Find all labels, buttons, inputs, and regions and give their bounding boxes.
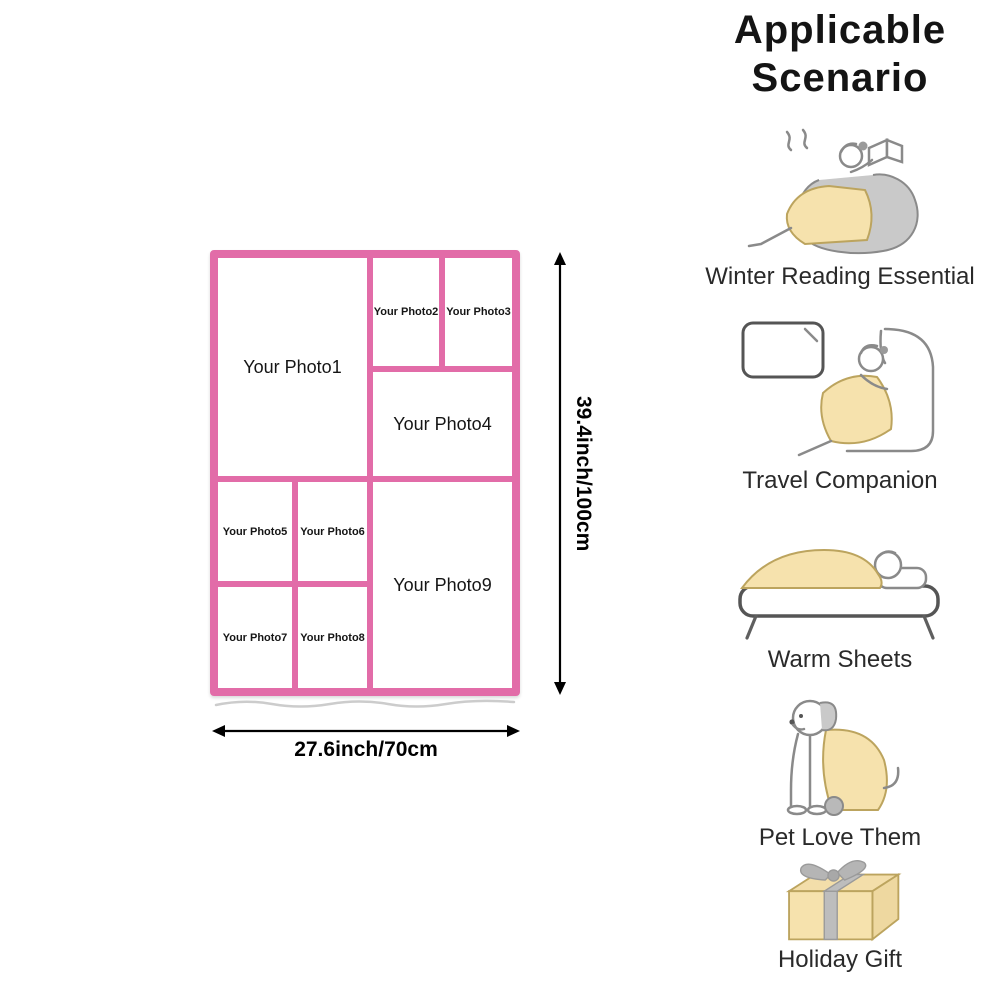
blanket-fold-shadow [214,699,516,708]
width-dimension-arrow [212,725,520,737]
reading-illustration-icon [688,126,992,261]
width-dimension-label: 27.6inch/70cm [294,738,438,761]
height-dimension-arrow [554,252,566,695]
scenario-caption-reading: Winter Reading Essential [705,263,975,290]
photo-cell-1: Your Photo1 [218,258,367,476]
height-dimension-label: 39.4inch/100cm [572,395,595,552]
photo-cell-3: Your Photo3 [445,258,512,366]
photo-cell-4: Your Photo4 [373,372,512,476]
scenario-item-travel: Travel Companion [688,315,992,495]
photo-cell-8: Your Photo8 [298,587,367,688]
blanket-collage-diagram: Your Photo1 Your Photo2 Your Photo3 Your… [210,250,520,696]
bed-illustration-icon [688,522,992,644]
scenario-item-gift: Holiday Gift [688,856,992,974]
scenario-caption-gift: Holiday Gift [777,946,903,973]
photo-cell-5: Your Photo5 [218,482,292,581]
scenario-item-reading: Winter Reading Essential [688,126,992,291]
gift-illustration-icon [688,856,992,944]
travel-illustration-icon [688,315,992,465]
dog-illustration-icon [688,690,992,822]
scenario-item-bed: Warm Sheets [688,522,992,674]
photo-cell-9: Your Photo9 [373,482,512,688]
photo-cell-6: Your Photo6 [298,482,367,581]
scenario-item-pet: Pet Love Them [688,690,992,852]
scenario-caption-pet: Pet Love Them [758,824,922,851]
scenario-caption-travel: Travel Companion [742,467,938,494]
scenario-caption-bed: Warm Sheets [767,646,913,673]
photo-cell-7: Your Photo7 [218,587,292,688]
photo-cell-2: Your Photo2 [373,258,439,366]
scenario-title: Applicable Scenario [733,8,947,100]
